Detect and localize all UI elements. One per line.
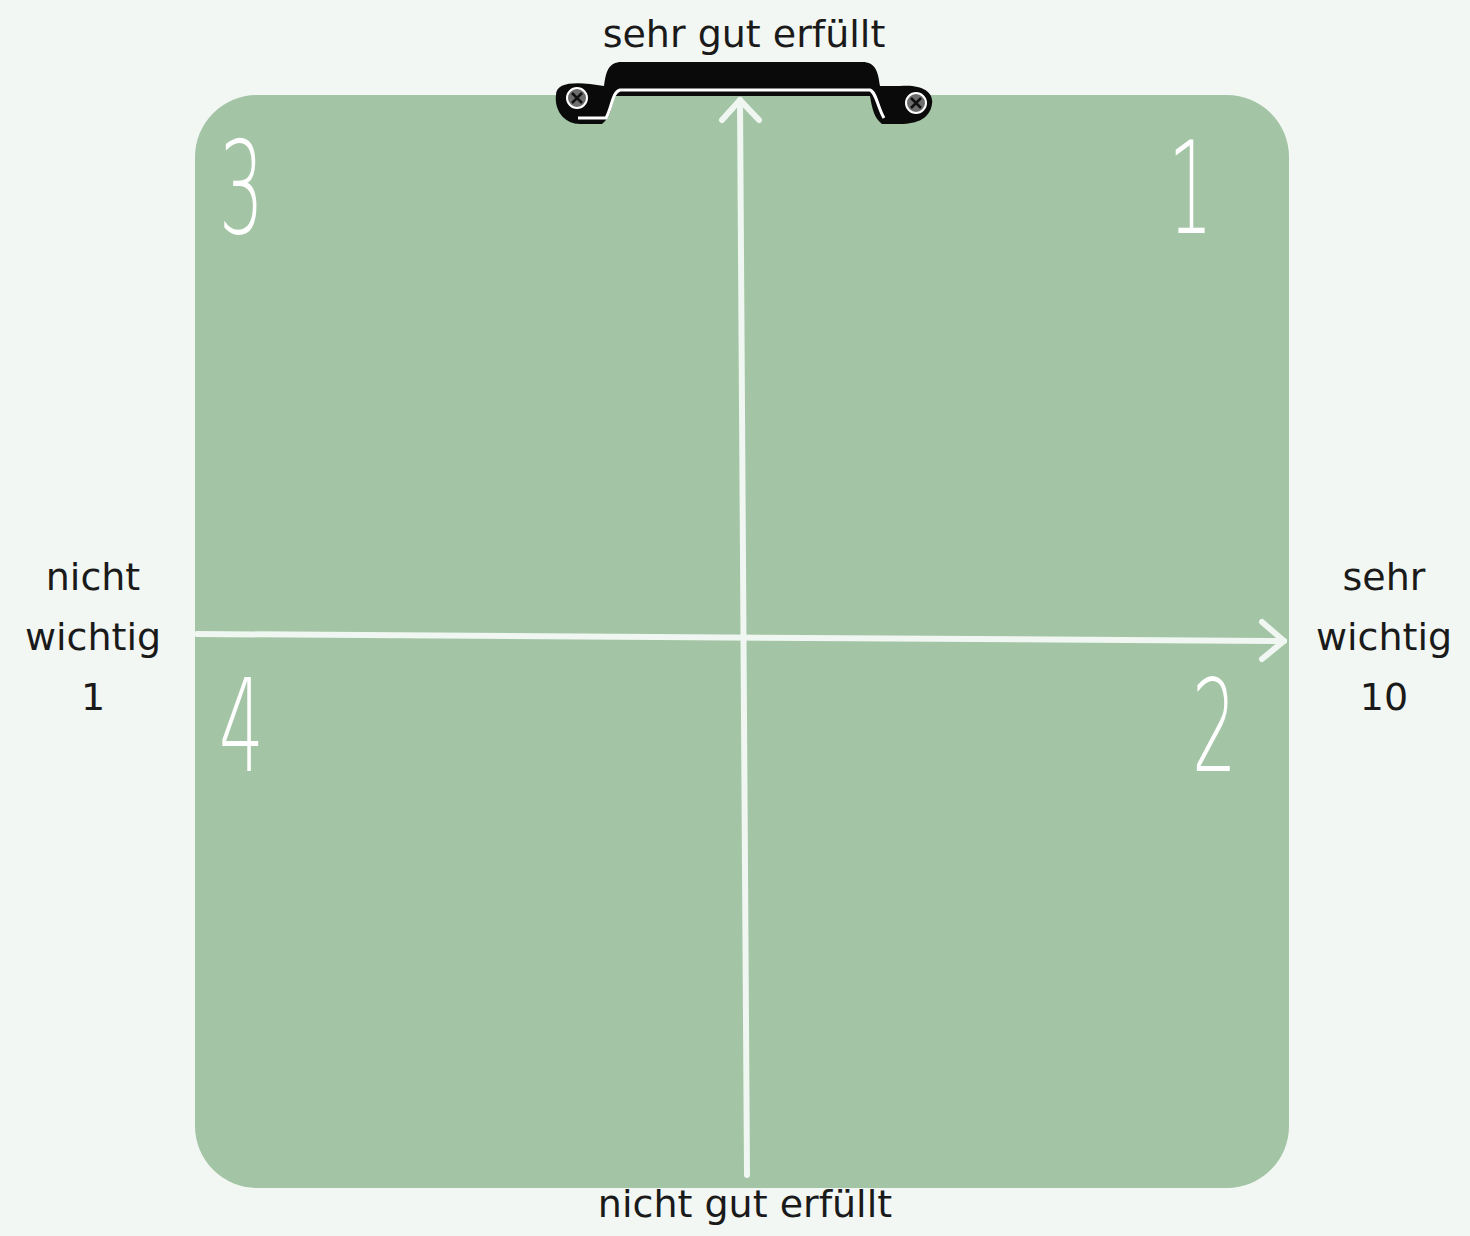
axis-label: sehr gut erfüllt bbox=[494, 4, 994, 64]
y-axis bbox=[740, 100, 747, 1175]
quadrant-number: 2 bbox=[1192, 663, 1237, 791]
quadrant-number: 3 bbox=[219, 125, 264, 253]
axis-label: nicht wichtig bbox=[4, 547, 182, 667]
axis-label: 10 bbox=[1302, 667, 1466, 727]
board-fill bbox=[195, 95, 1289, 1188]
quadrant-number: 1 bbox=[1168, 125, 1213, 253]
quadrant-number: 4 bbox=[219, 663, 264, 791]
axis-label: nicht gut erfüllt bbox=[495, 1174, 995, 1234]
axis-label: 1 bbox=[4, 667, 182, 727]
axis-label: sehr wichtig bbox=[1302, 547, 1466, 667]
x-arrowhead bbox=[1262, 622, 1284, 659]
y-arrowhead bbox=[722, 100, 759, 120]
axes bbox=[197, 100, 1284, 1175]
clipboard-handle bbox=[556, 62, 932, 124]
matrix-board: 3 1 4 2 bbox=[195, 95, 1289, 1188]
